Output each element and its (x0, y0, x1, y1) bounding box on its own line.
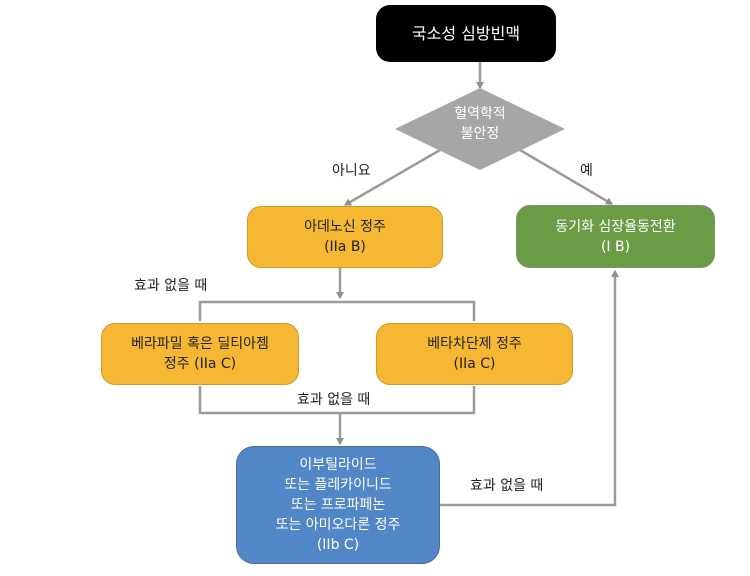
decision-label: 혈역학적 불안정 (425, 104, 535, 144)
verapamil-line-2: 정주 (IIa C) (163, 356, 237, 372)
decision-line-1: 혈역학적 (454, 106, 506, 122)
antiarrhythmic-line-2: 또는 플레카이니드 (284, 477, 392, 493)
cardioversion-line-2: (I B) (600, 238, 631, 255)
betablocker-node: 베타차단제 정주 (IIa C) (376, 323, 573, 385)
antiarrhythmic-line-4: 또는 아미오다론 정주 (275, 517, 401, 533)
edge-label-no: 아니요 (332, 163, 371, 179)
arrow-decision-yes (519, 148, 613, 206)
adenosine-line-2: (IIa B) (324, 239, 366, 255)
edge-label-no-effect-1: 효과 없을 때 (134, 278, 208, 294)
cardioversion-node: 동기화 심장율동전환 (I B) (516, 205, 715, 268)
verapamil-line-1: 베라파밀 혹은 딜티아젬 (131, 336, 269, 352)
edge-label-no-effect-2: 효과 없을 때 (297, 392, 371, 408)
antiarrhythmic-line-5: (IIb C) (316, 537, 360, 553)
antiarrhythmic-node: 이부틸라이드 또는 플레카이니드 또는 프로파페논 또는 아미오다론 정주 (I… (236, 446, 440, 564)
line-merge (198, 386, 476, 415)
edge-label-yes: 예 (580, 163, 593, 179)
edge-label-no-effect-3: 효과 없을 때 (470, 478, 544, 494)
antiarrhythmic-line-1: 이부틸라이드 (299, 457, 377, 473)
arrow-to-cardioversion (440, 270, 619, 507)
betablocker-line-2: (IIa C) (453, 356, 496, 372)
adenosine-line-1: 아데노신 정주 (304, 219, 386, 235)
line-branch (198, 300, 476, 321)
decision-diamond (395, 88, 565, 170)
start-node: 국소성 심방빈맥 (376, 5, 556, 62)
arrow-decision-no (344, 148, 441, 207)
verapamil-node: 베라파밀 혹은 딜티아젬 정주 (IIa C) (101, 323, 299, 385)
adenosine-node: 아데노신 정주 (IIa B) (247, 206, 443, 268)
cardioversion-line-1: 동기화 심장율동전환 (555, 218, 676, 235)
antiarrhythmic-line-3: 또는 프로파페논 (290, 497, 386, 513)
start-label: 국소성 심방빈맥 (411, 23, 521, 43)
decision-line-2: 불안정 (460, 126, 500, 142)
betablocker-line-1: 베타차단제 정주 (427, 336, 522, 352)
